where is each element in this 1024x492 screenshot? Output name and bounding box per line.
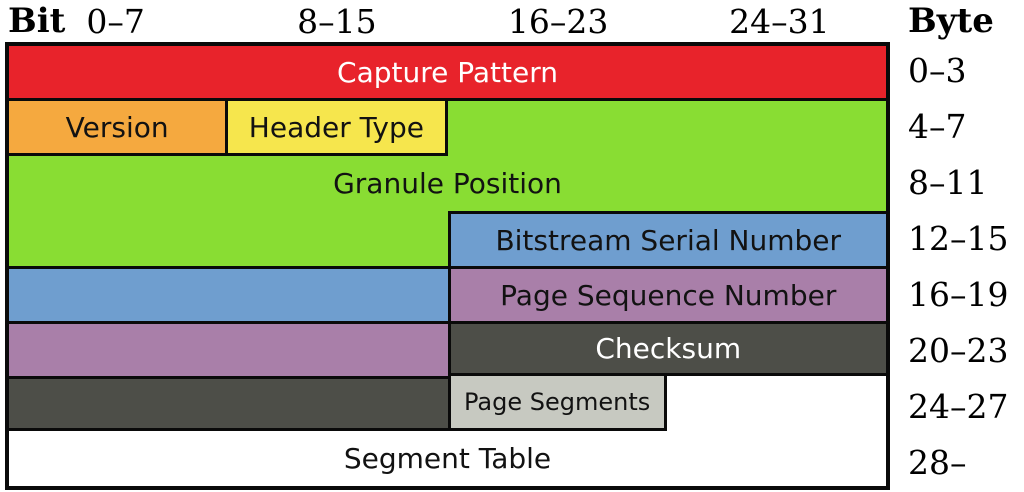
field-granule-position: Granule Position xyxy=(9,156,886,211)
bitstream-serial-number-lower-region xyxy=(9,266,448,321)
field-segment-table: Segment Table xyxy=(9,431,886,486)
byte-range-0-3: 0–3 xyxy=(908,50,967,90)
bit-range-24-31: 24–31 xyxy=(729,1,830,41)
byte-range-16-19: 16–19 xyxy=(908,274,1009,314)
byte-range-20-23: 20–23 xyxy=(908,330,1009,370)
header-structure-table: Capture Pattern Version Header Type Gran… xyxy=(5,42,890,490)
field-page-segments: Page Segments xyxy=(447,376,667,431)
field-checksum: Checksum xyxy=(447,321,886,376)
bit-range-16-23: 16–23 xyxy=(507,1,609,41)
checksum-lower-region xyxy=(9,376,448,431)
bit-header-title: Bit xyxy=(8,1,66,41)
granule-position-lower-region xyxy=(9,211,448,266)
granule-position-upper-region xyxy=(447,101,886,156)
byte-range-8-11: 8–11 xyxy=(908,162,988,202)
bit-header-row: 0–7 8–15 16–23 24–31 xyxy=(5,0,890,42)
byte-range-12-15: 12–15 xyxy=(908,218,1009,258)
field-version: Version xyxy=(9,101,229,156)
field-capture-pattern: Capture Pattern xyxy=(9,46,886,101)
empty-region xyxy=(666,376,886,431)
byte-range-24-27: 24–27 xyxy=(908,386,1009,426)
byte-range-4-7: 4–7 xyxy=(908,106,967,146)
page-sequence-number-lower-region xyxy=(9,321,448,376)
field-header-type: Header Type xyxy=(228,101,448,156)
bit-range-8-15: 8–15 xyxy=(297,1,377,41)
bit-range-0-7: 0–7 xyxy=(86,1,145,41)
byte-header-title: Byte xyxy=(908,1,994,41)
byte-range-column: 0–3 4–7 8–11 12–15 16–19 20–23 24–27 28– xyxy=(908,42,1024,490)
field-bitstream-serial-number: Bitstream Serial Number xyxy=(447,211,886,266)
field-page-sequence-number: Page Sequence Number xyxy=(447,266,886,321)
byte-range-28: 28– xyxy=(908,442,967,482)
